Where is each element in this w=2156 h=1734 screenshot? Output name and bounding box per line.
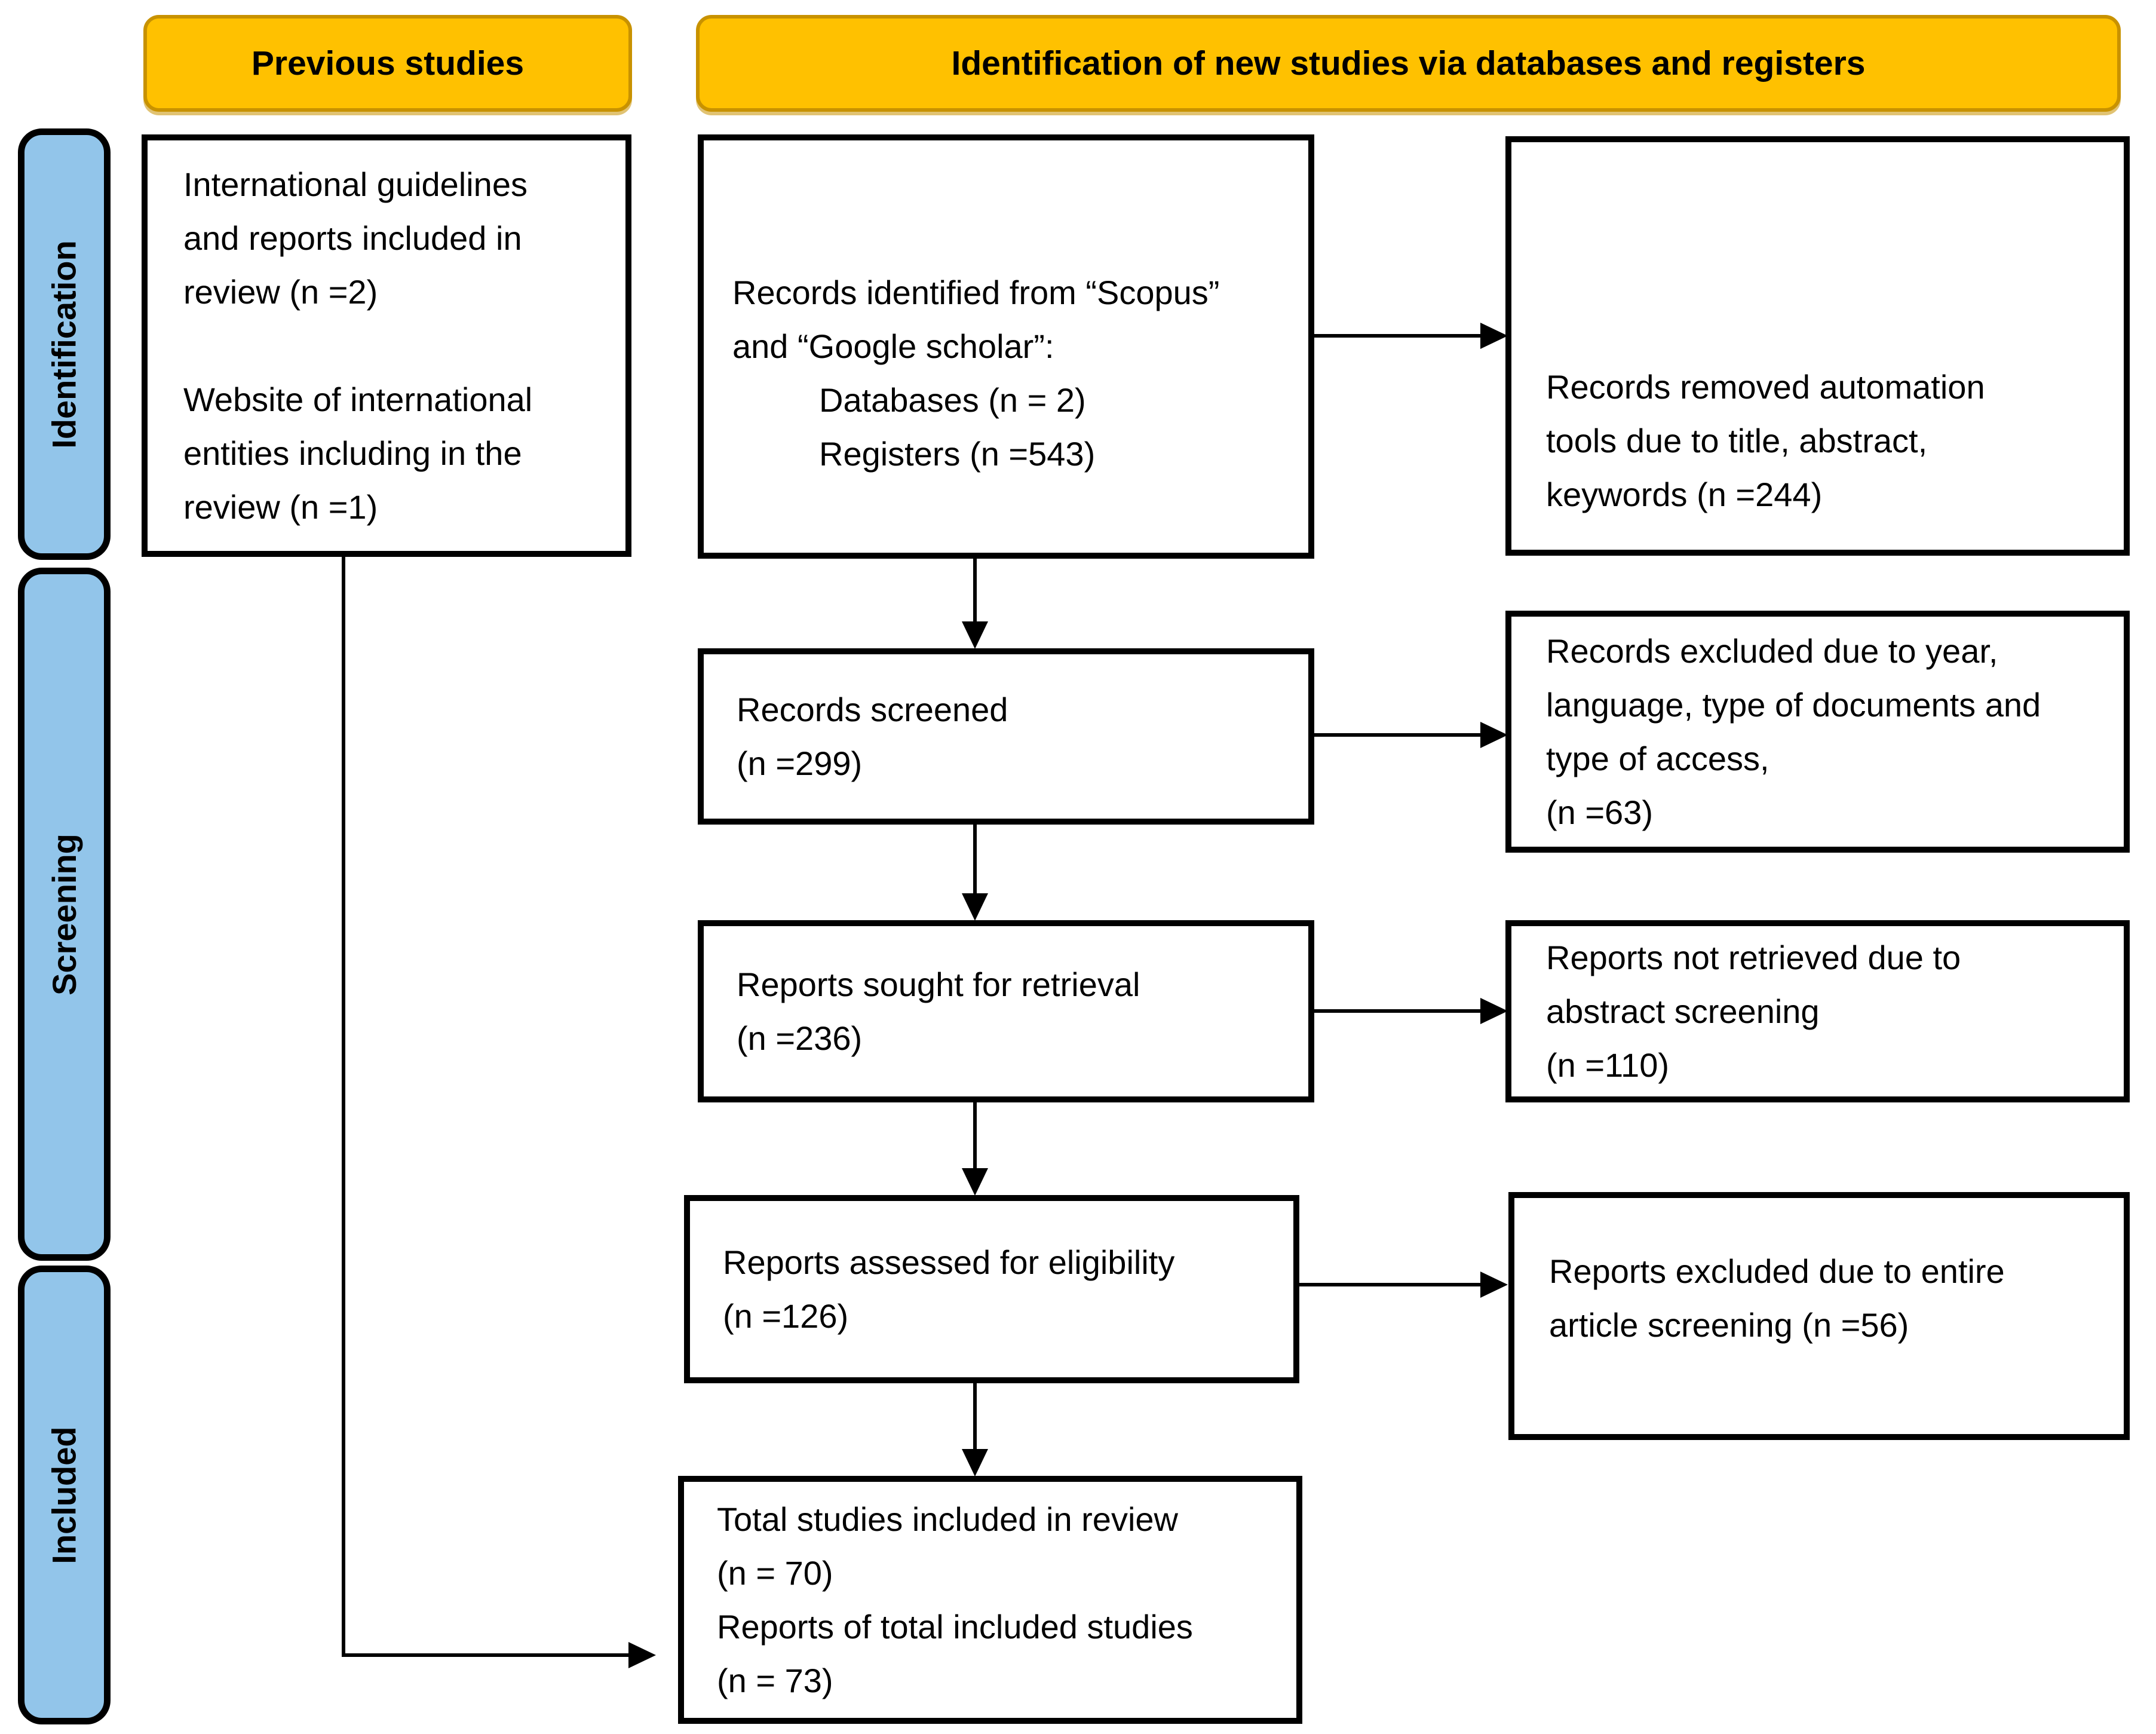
arrow-identified-to-removed-head-icon — [1480, 323, 1508, 349]
reports-sought-count: (n =236) — [737, 1019, 863, 1057]
box-records-identified: Records identified from “Scopus” and “Go… — [698, 134, 1314, 559]
arrow-sought-to-assessed-line — [973, 1101, 977, 1171]
arrow-sought-to-not-retrieved-head-icon — [1480, 998, 1508, 1024]
stage-screening: Screening — [18, 568, 111, 1261]
records-excluded-line: Records excluded due to year, — [1546, 632, 1998, 670]
records-identified-line: Records identified from “Scopus” — [732, 274, 1220, 311]
prior-sources-line: and reports included in — [183, 219, 522, 257]
reports-assessed-count: (n =126) — [723, 1297, 849, 1335]
prior-sources-line: entities including in the — [183, 434, 522, 472]
reports-not-retrieved-count: (n =110) — [1546, 1046, 1669, 1084]
total-included-reports-line: Reports of total included studies — [717, 1607, 1193, 1646]
reports-not-retrieved-line: abstract screening — [1546, 992, 1820, 1030]
records-identified-registers: Registers (n =543) — [819, 435, 1096, 473]
prior-sources-line: International guidelines — [183, 165, 528, 203]
box-reports-assessed: Reports assessed for eligibility (n =126… — [684, 1195, 1299, 1383]
arrow-sought-to-assessed-head-icon — [962, 1168, 988, 1196]
total-included-line: Total studies included in review — [717, 1500, 1178, 1538]
header-new-studies: Identification of new studies via databa… — [696, 15, 2121, 112]
records-identified-databases: Databases (n = 2) — [819, 381, 1086, 419]
arrow-identified-to-screened-line — [973, 557, 977, 624]
box-prior-sources: International guidelines and reports inc… — [142, 134, 631, 557]
arrow-screened-to-sought-line — [973, 823, 977, 896]
reports-sought-line: Reports sought for retrieval — [737, 965, 1140, 1003]
arrow-assessed-to-total-head-icon — [962, 1449, 988, 1476]
stage-screening-label: Screening — [45, 833, 84, 995]
header-new-studies-label: Identification of new studies via databa… — [951, 44, 1866, 82]
box-records-removed: Records removed automation tools due to … — [1505, 136, 2130, 556]
box-records-screened: Records screened (n =299) — [698, 648, 1314, 825]
arrow-prior-to-total-vertical-line — [342, 556, 345, 1657]
stage-identification: Identification — [18, 128, 111, 560]
header-previous-studies: Previous studies — [143, 15, 632, 112]
stage-included: Included — [18, 1266, 111, 1724]
reports-not-retrieved-line: Reports not retrieved due to — [1546, 938, 1961, 976]
records-excluded-count: (n =63) — [1546, 793, 1653, 831]
arrow-screened-to-excluded-head-icon — [1480, 722, 1508, 748]
prior-sources-line: review (n =2) — [183, 272, 378, 311]
arrow-identified-to-removed-line — [1314, 334, 1482, 338]
prior-sources-spacer — [183, 319, 625, 373]
arrow-sought-to-not-retrieved-line — [1314, 1009, 1482, 1013]
records-screened-line: Records screened — [737, 690, 1008, 728]
records-removed-count: keywords (n =244) — [1546, 476, 1823, 513]
arrow-prior-to-total-head-icon — [628, 1642, 656, 1668]
total-included-count: (n = 70) — [717, 1554, 833, 1592]
prior-sources-line: Website of international — [183, 380, 533, 418]
arrow-screened-to-sought-head-icon — [962, 893, 988, 921]
reports-assessed-line: Reports assessed for eligibility — [723, 1243, 1175, 1281]
header-previous-studies-label: Previous studies — [251, 44, 525, 82]
box-total-included: Total studies included in review (n = 70… — [678, 1476, 1302, 1724]
records-excluded-line: language, type of documents and — [1546, 685, 2041, 724]
records-removed-line: tools due to title, abstract, — [1546, 422, 1928, 459]
records-excluded-line: type of access, — [1546, 739, 1769, 777]
reports-excluded-line: Reports excluded due to entire — [1549, 1252, 2005, 1290]
stage-identification-label: Identification — [45, 240, 84, 449]
prior-sources-line: review (n =1) — [183, 488, 378, 526]
records-screened-count: (n =299) — [737, 744, 863, 782]
arrow-assessed-to-total-line — [973, 1381, 977, 1451]
arrow-prior-to-total-horizontal-line — [342, 1653, 628, 1657]
arrow-assessed-to-excluded-line — [1299, 1283, 1482, 1286]
records-identified-line: and “Google scholar”: — [732, 327, 1054, 365]
box-reports-excluded: Reports excluded due to entire article s… — [1508, 1192, 2130, 1440]
box-reports-not-retrieved: Reports not retrieved due to abstract sc… — [1505, 920, 2130, 1102]
arrow-assessed-to-excluded-head-icon — [1480, 1272, 1508, 1298]
stage-included-label: Included — [45, 1426, 84, 1564]
records-removed-line: Records removed automation — [1546, 368, 1985, 406]
box-reports-sought: Reports sought for retrieval (n =236) — [698, 920, 1314, 1102]
reports-excluded-count: article screening (n =56) — [1549, 1306, 1909, 1344]
box-records-excluded: Records excluded due to year, language, … — [1505, 611, 2130, 853]
arrow-identified-to-screened-head-icon — [962, 621, 988, 649]
arrow-screened-to-excluded-line — [1314, 733, 1482, 737]
total-included-reports-count: (n = 73) — [717, 1661, 833, 1699]
